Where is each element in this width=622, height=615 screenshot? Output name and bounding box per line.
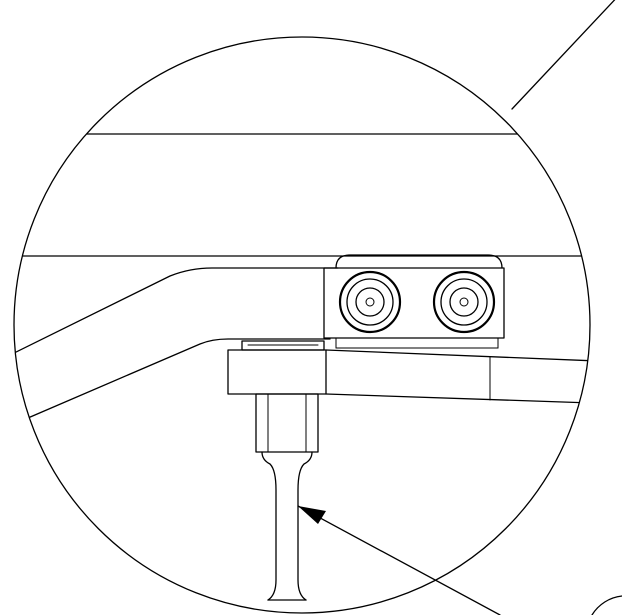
detail-circle <box>13 36 591 614</box>
right-roller-icon <box>432 270 496 334</box>
clamp-block <box>227 349 327 395</box>
left-roller-icon <box>338 270 402 334</box>
roller-bracket <box>323 267 505 339</box>
track-top-edge <box>325 349 590 363</box>
track-bottom-edge <box>325 393 590 405</box>
frame-upper-edge <box>14 267 339 361</box>
arrowhead-icon <box>298 506 326 524</box>
label-bubble-edge <box>591 595 622 615</box>
frame-lower-edge <box>14 338 331 431</box>
bracket-top-rounded <box>335 254 503 269</box>
detail-contents <box>14 133 590 601</box>
pointer-arrow <box>297 505 501 615</box>
clamp-block-cap <box>241 340 325 351</box>
detail-leader-line <box>511 0 616 110</box>
rod-left-edge <box>261 451 277 601</box>
rod-right-edge <box>297 451 313 601</box>
hex-fitting <box>255 393 319 453</box>
